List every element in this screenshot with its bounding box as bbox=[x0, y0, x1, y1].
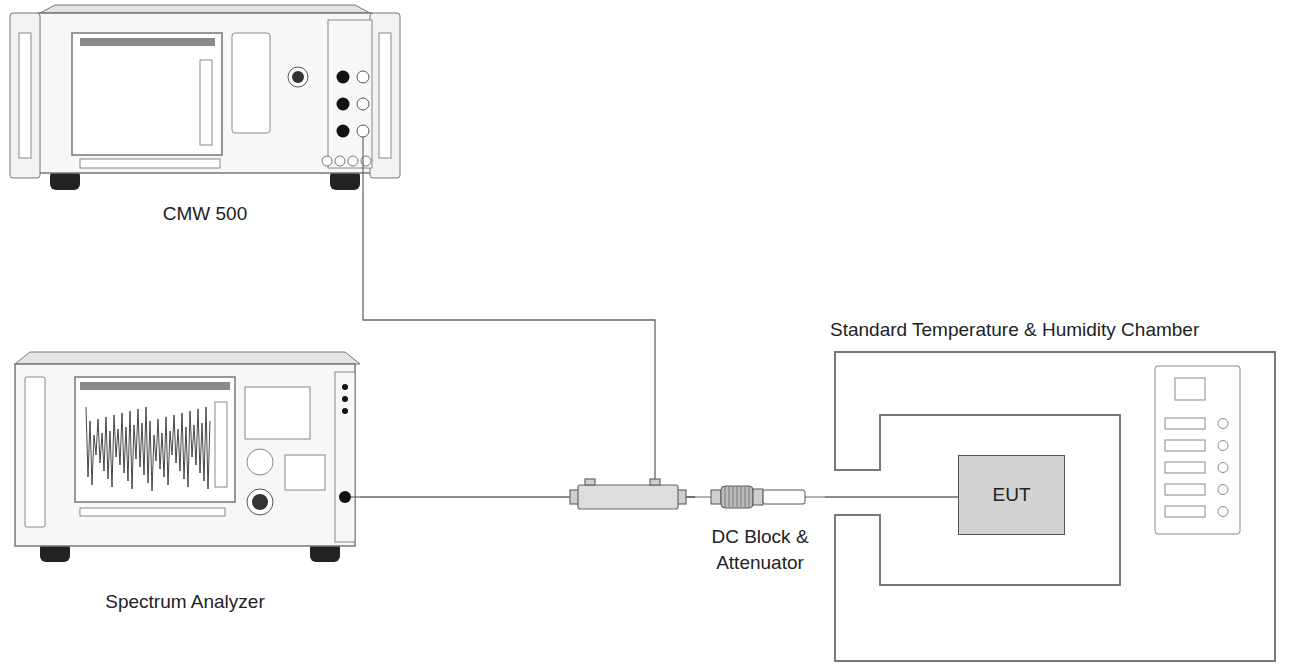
drawing-part bbox=[753, 489, 763, 505]
drawing-part bbox=[749, 487, 750, 507]
component-label: DC Block & Attenuator bbox=[710, 524, 810, 576]
drawing-part bbox=[247, 489, 273, 515]
drawing-part bbox=[650, 479, 660, 485]
drawing-part bbox=[578, 485, 678, 509]
drawing-part bbox=[247, 449, 273, 475]
drawing-part bbox=[1165, 418, 1205, 429]
drawing-part bbox=[15, 364, 355, 546]
drawing-part bbox=[80, 38, 215, 46]
drawing-part bbox=[245, 387, 310, 439]
drawing-part bbox=[252, 494, 268, 510]
drawing-part bbox=[337, 71, 350, 84]
drawing-part bbox=[342, 384, 348, 390]
drawing-part bbox=[328, 20, 372, 168]
drawing-part bbox=[733, 487, 734, 507]
dc-block-attenuator-drawing bbox=[695, 478, 825, 516]
drawing-part bbox=[585, 479, 595, 485]
drawing-part bbox=[745, 487, 746, 507]
drawing-part bbox=[339, 491, 351, 503]
drawing-part bbox=[721, 486, 753, 508]
drawing-part bbox=[15, 352, 360, 364]
drawing-part bbox=[337, 98, 350, 111]
drawing-part bbox=[357, 98, 369, 110]
drawing-part bbox=[729, 487, 730, 507]
drawing-part bbox=[379, 33, 391, 158]
drawing-part bbox=[40, 5, 370, 13]
drawing-part bbox=[72, 33, 222, 155]
drawing-part bbox=[335, 372, 355, 542]
spectrum-analyzer-drawing bbox=[10, 352, 360, 562]
cmw500-tester-drawing bbox=[10, 5, 400, 190]
drawing-part bbox=[1165, 484, 1205, 495]
drawing-part bbox=[357, 125, 369, 137]
drawing-part bbox=[285, 455, 325, 490]
drawing-part bbox=[232, 33, 270, 133]
chamber-heading: Standard Temperature & Humidity Chamber bbox=[830, 318, 1199, 343]
drawing-part bbox=[80, 159, 220, 168]
drawing-part bbox=[370, 13, 400, 178]
instrument-label: Spectrum Analyzer bbox=[105, 590, 264, 615]
drawing-part bbox=[737, 487, 738, 507]
drawing-part bbox=[357, 71, 369, 83]
rf-cable bbox=[825, 496, 958, 497]
drawing-part bbox=[337, 125, 350, 138]
drawing-part bbox=[835, 352, 1275, 661]
drawing-part bbox=[1218, 441, 1228, 451]
drawing-part bbox=[1165, 462, 1205, 473]
drawing-part bbox=[342, 408, 348, 414]
dc-block-attenuator: DC Block & Attenuator bbox=[695, 478, 825, 628]
drawing-part bbox=[741, 487, 742, 507]
climate-chamber: Standard Temperature & Humidity ChamberE… bbox=[830, 318, 1277, 663]
drawing-part bbox=[19, 33, 31, 158]
eut-box: EUT bbox=[958, 455, 1065, 535]
drawing-part bbox=[1165, 440, 1205, 451]
drawing-part bbox=[10, 13, 40, 178]
instrument-label: CMW 500 bbox=[163, 202, 247, 227]
drawing-part bbox=[75, 377, 235, 502]
drawing-part bbox=[342, 396, 348, 402]
drawing-part bbox=[1218, 419, 1228, 429]
drawing-part bbox=[322, 156, 332, 166]
drawing-part bbox=[351, 496, 360, 497]
drawing-part bbox=[1218, 507, 1228, 517]
drawing-part bbox=[335, 156, 345, 166]
drawing-part bbox=[1165, 506, 1205, 517]
spectrum-analyzer: Spectrum Analyzer bbox=[10, 352, 360, 562]
drawing-part bbox=[80, 508, 225, 516]
cmw500-tester: CMW 500 bbox=[10, 5, 400, 190]
drawing-part bbox=[200, 60, 212, 145]
drawing-part bbox=[711, 490, 721, 504]
eut-label: EUT bbox=[993, 483, 1031, 508]
drawing-part bbox=[215, 402, 227, 487]
drawing-part bbox=[1218, 485, 1228, 495]
drawing-part bbox=[80, 382, 230, 390]
drawing-part bbox=[1175, 378, 1205, 400]
drawing-part bbox=[362, 137, 363, 190]
drawing-part bbox=[348, 156, 358, 166]
rf-coupler bbox=[570, 479, 686, 509]
drawing-part bbox=[763, 490, 805, 504]
drawing-part bbox=[38, 13, 372, 173]
drawing-part bbox=[725, 487, 726, 507]
drawing-part bbox=[288, 67, 308, 87]
drawing-part bbox=[1155, 366, 1240, 534]
drawing-part bbox=[25, 377, 45, 527]
drawing-part bbox=[1218, 463, 1228, 473]
rf-cable bbox=[363, 190, 695, 497]
drawing-part bbox=[292, 71, 304, 83]
drawing-part bbox=[86, 407, 210, 491]
